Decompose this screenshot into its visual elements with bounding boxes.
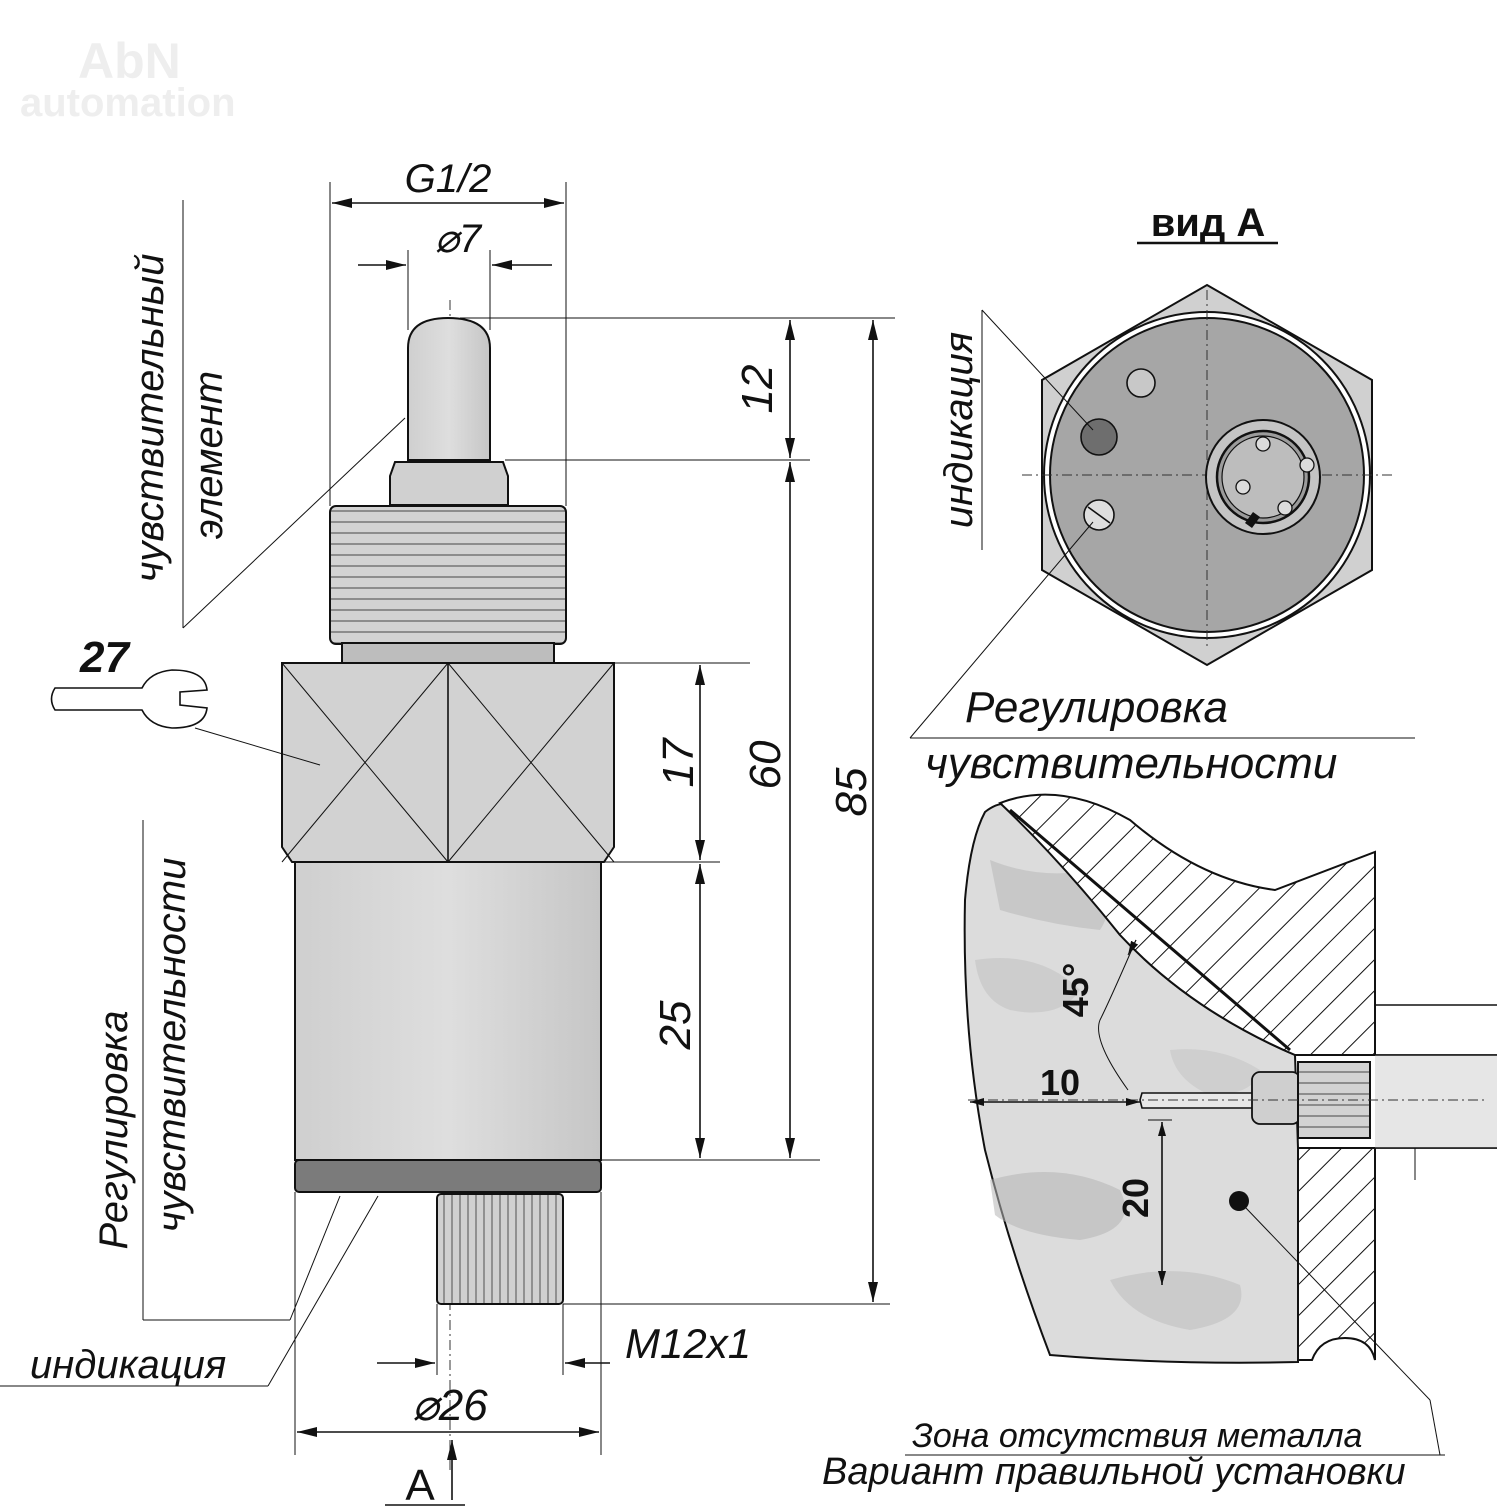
view-a-adjust-line2: чувствительности [925,739,1337,788]
indication-label: индикация [30,1343,226,1387]
dim-10-label: 10 [1040,1062,1080,1103]
sensor-side-view [281,300,615,1470]
zone-marker [1229,1191,1249,1211]
dim-20-label: 20 [1115,1178,1156,1218]
dimensions-main: G1/2 ⌀7 12 60 85 17 25 [294,157,895,1510]
install-caption: Вариант правильной установки [822,1451,1406,1493]
view-a-arrow-label: A [405,1461,435,1510]
dim-tip-diameter-label: ⌀7 [435,217,483,261]
thread-neck [341,642,555,664]
dim-25-label: 25 [651,1000,700,1050]
view-a-adjust-line1: Регулировка [965,683,1228,732]
view-a-adjust-screw [1083,499,1115,531]
dim-17-label: 17 [654,737,703,787]
wall-section-bottom [1297,1147,1376,1361]
dim-thread-label: G1/2 [405,157,492,201]
wall-section-top [998,793,1376,1056]
adjust-label-line1: Регулировка [92,1010,136,1249]
adjust-label-line2: чувствительности [150,858,194,1233]
angle-45-label: 45° [1055,963,1096,1017]
watermark-line2: automation [20,81,236,125]
sensor-body [294,861,602,1161]
dim-60-label: 60 [741,740,790,789]
sensing-label-line1: чувствительный [128,254,172,583]
labels-main: чувствительный элемент Регулировка чувст… [0,200,406,1387]
wrench-symbol: 27 [50,633,321,766]
watermark-line1: AbN [78,33,181,89]
tip-base [389,461,509,506]
hex-nut [281,662,615,863]
indication-band [294,1159,602,1193]
dim-connector-label: M12x1 [625,1320,751,1367]
sensing-tip [407,316,491,461]
m12-connector [436,1193,564,1305]
medium-texture [975,860,1260,1330]
dim-body-diameter-label: ⌀26 [412,1381,488,1430]
view-a-led-1 [1126,368,1156,398]
view-a-indication-label: индикация [937,332,981,528]
view-a-m12-socket [1205,419,1321,535]
wrench-size-label: 27 [79,633,131,682]
zone-label: Зона отсутствия металла [912,1417,1362,1455]
installation-view: 45° 10 20 Зона отсутствия металла Вариан… [822,793,1497,1493]
thread-g12 [329,505,567,645]
sensing-label-line2: элемент [187,371,231,539]
watermark: AbN automation [20,33,236,125]
view-a-led-2 [1080,418,1118,456]
view-a: вид А индикация Регулировка чувствител [909,201,1415,788]
dim-85-label: 85 [827,767,876,816]
view-a-title: вид А [1151,201,1266,245]
dim-tip-length-label: 12 [733,365,782,414]
